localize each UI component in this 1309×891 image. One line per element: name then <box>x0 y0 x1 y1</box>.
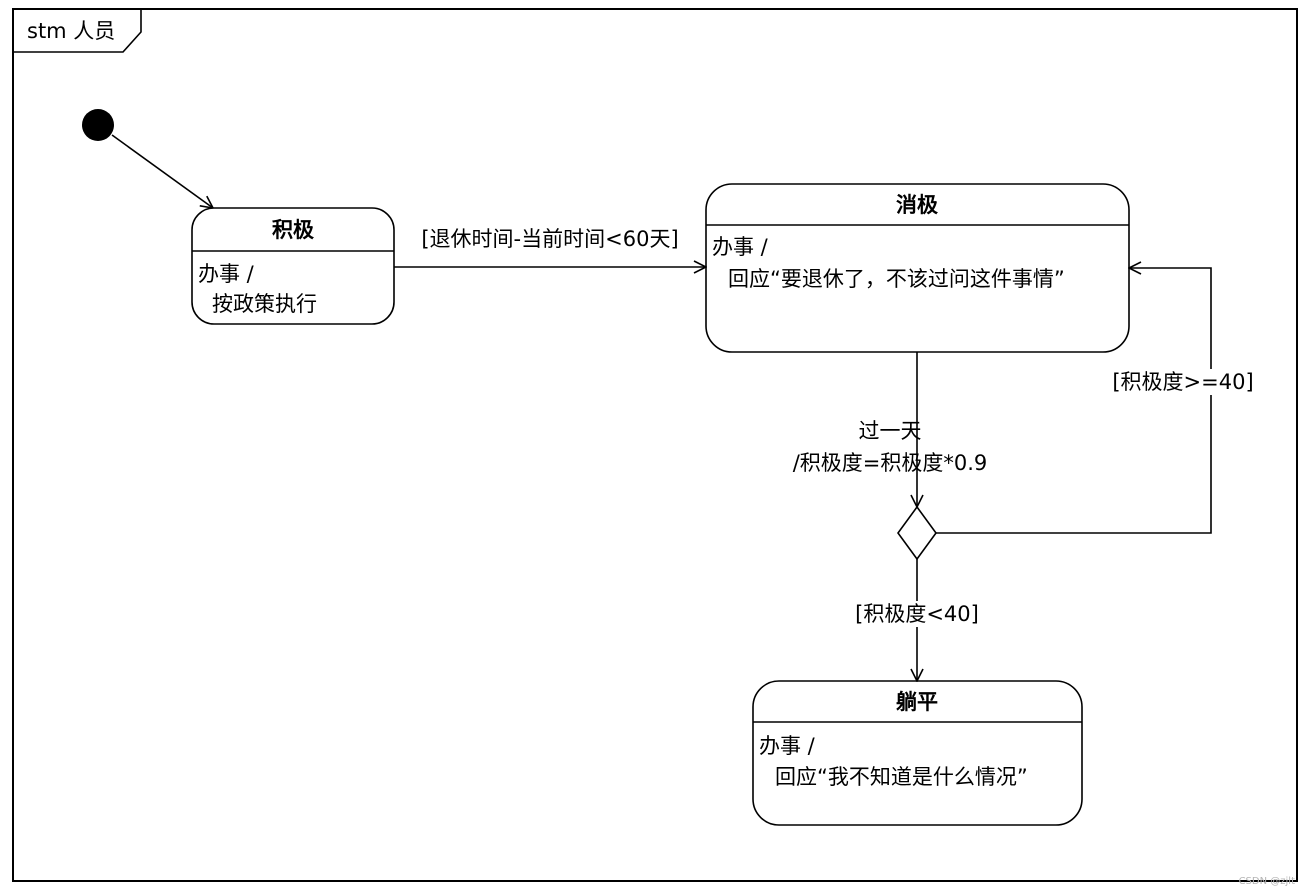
state-active-detail: 按政策执行 <box>212 292 317 316</box>
state-active-box[interactable] <box>191 207 395 325</box>
state-lying-flat-name: 躺平 <box>896 690 938 714</box>
frame-border <box>12 8 1298 882</box>
state-negative-name: 消极 <box>896 193 938 217</box>
choice-node[interactable] <box>897 505 937 561</box>
state-lying-flat-activity: 办事 / <box>759 734 815 758</box>
state-active-activity: 办事 / <box>198 262 254 286</box>
state-negative-detail: 回应“要退休了，不该过问这件事情” <box>728 267 1065 291</box>
initial-node[interactable] <box>82 109 114 141</box>
guard-to-lying-flat: [积极度<40] <box>853 601 981 627</box>
state-negative-activity: 办事 / <box>712 235 768 259</box>
initial-transition[interactable] <box>111 134 213 208</box>
guard-active-to-negative: [退休时间-当前时间<60天] <box>421 227 679 251</box>
frame-label-tab <box>13 9 142 53</box>
state-lying-flat-detail: 回应“我不知道是什么情况” <box>775 765 1028 789</box>
watermark: CSDN @zjlt <box>1238 876 1295 887</box>
effect-daily-decay: /积极度=积极度*0.9 <box>792 451 988 475</box>
state-active-name: 积极 <box>272 218 314 242</box>
trigger-daily-event: 过一天 <box>858 419 922 443</box>
guard-back-to-negative: [积极度>=40] <box>1110 369 1256 395</box>
transition-choice-to-negative[interactable] <box>936 268 1212 534</box>
frame-label: stm 人员 <box>27 19 116 43</box>
